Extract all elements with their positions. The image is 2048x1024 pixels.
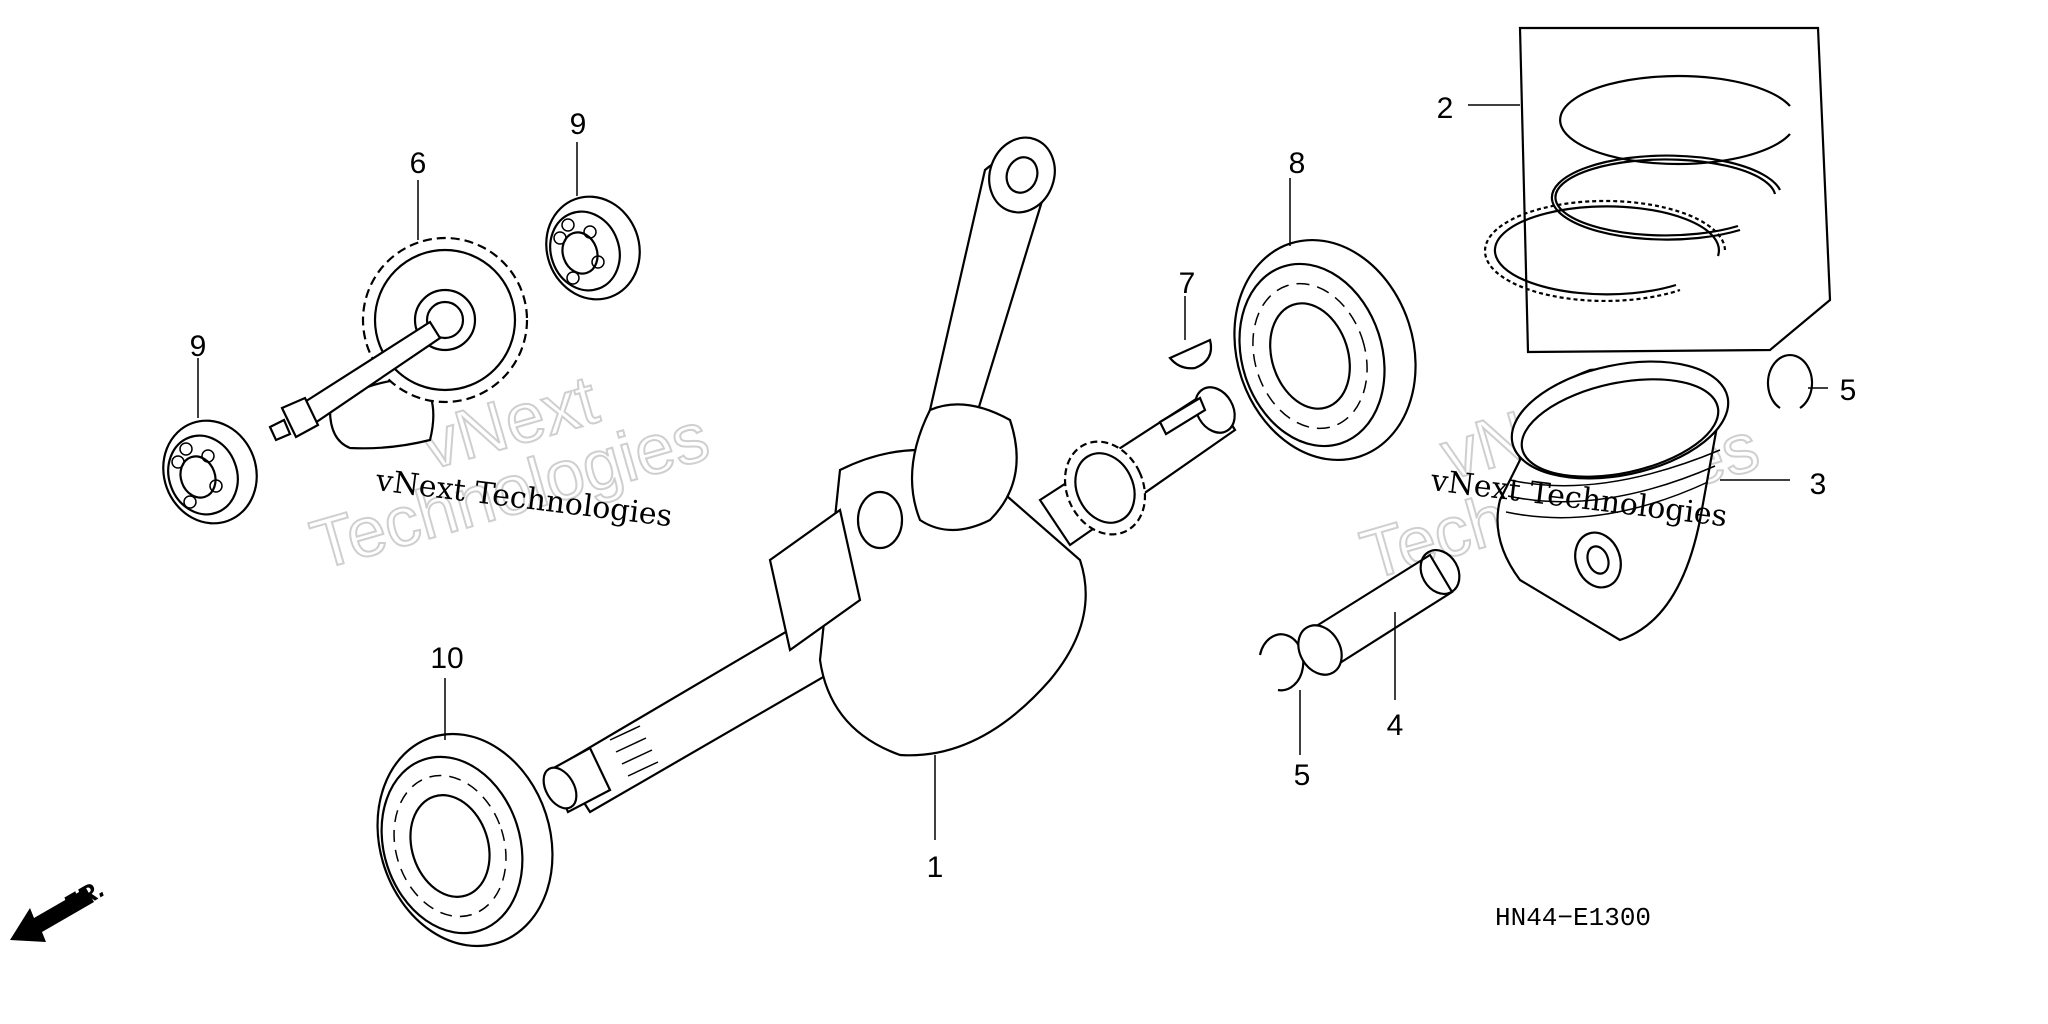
callout-6: 6	[410, 147, 427, 180]
callout-1: 1	[927, 851, 944, 884]
balancer-gear	[361, 236, 529, 404]
crankshaft-1	[542, 136, 1237, 814]
balancer-shaft-6	[268, 236, 529, 450]
circlip-5-right	[1766, 353, 1814, 409]
diagram-reference-code: HN44−E1300	[1495, 903, 1651, 933]
bearing-10	[376, 732, 554, 948]
callout-5-right: 5	[1840, 374, 1857, 407]
front-arrow-icon	[10, 888, 94, 942]
leader-lines	[197, 104, 1828, 840]
woodruff-key-7	[1168, 338, 1213, 370]
callout-3: 3	[1810, 468, 1827, 501]
piston-pin-4	[1297, 549, 1461, 676]
callout-7: 7	[1179, 267, 1196, 300]
callouts: 1 2 3 4 5 5 6 7 8 9 9 10	[190, 92, 1857, 884]
callout-5-left: 5	[1294, 759, 1311, 792]
timing-sprocket	[1063, 440, 1147, 536]
callout-9-left: 9	[190, 330, 207, 363]
front-arrow: FR.	[10, 873, 109, 942]
callout-4: 4	[1387, 709, 1404, 742]
bearing-8	[1233, 238, 1417, 462]
callout-9-upper: 9	[570, 108, 587, 141]
circlip-5-left	[1258, 633, 1305, 692]
bearing-9-upper	[545, 195, 641, 301]
bearing-9-left	[162, 419, 258, 525]
callout-2: 2	[1437, 92, 1454, 125]
callout-8: 8	[1289, 147, 1306, 180]
callout-10: 10	[430, 642, 463, 675]
piston-3	[1496, 360, 1730, 642]
piston-ring-set-2	[1483, 26, 1832, 354]
